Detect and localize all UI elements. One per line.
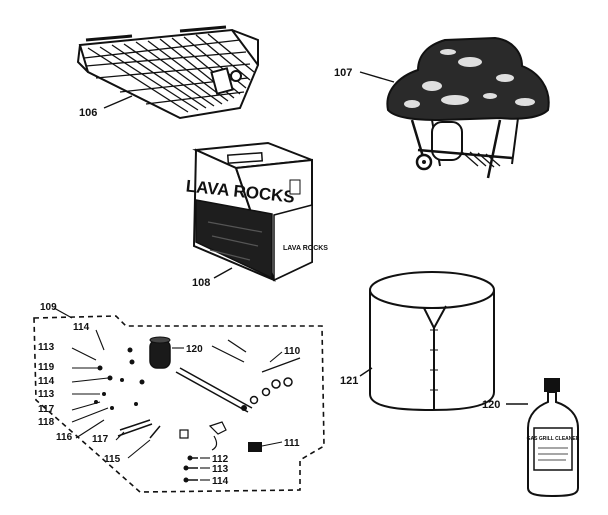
callout-114-top: 114 xyxy=(73,322,90,333)
callout-113-c: 113 xyxy=(212,464,229,475)
hardware-items xyxy=(94,336,301,483)
callout-117-a: 117 xyxy=(38,404,55,415)
callout-113-a: 113 xyxy=(38,342,55,353)
leader-106 xyxy=(103,95,133,109)
callout-121: 121 xyxy=(340,375,358,387)
rack-illustration xyxy=(76,25,260,120)
leader-121 xyxy=(359,367,373,377)
leader-108 xyxy=(213,267,233,279)
kit-leaders xyxy=(71,329,283,481)
callout-119: 119 xyxy=(38,362,55,373)
cleaner-bottle-illustration: GAS GRILL CLEANER xyxy=(527,378,580,498)
callout-120-bottle: 120 xyxy=(482,399,500,411)
box-brand-side: LAVA ROCKS xyxy=(283,245,328,252)
grill-cover-illustration xyxy=(369,271,495,412)
lava-rocks-box-illustration: LAVA ROCKS LAVA ROCKS xyxy=(185,141,328,282)
leader-107 xyxy=(359,71,395,83)
callout-115: 115 xyxy=(104,454,121,465)
hardware-kit-outline xyxy=(33,315,325,493)
callout-116: 116 xyxy=(56,432,73,443)
callout-114-bottom: 114 xyxy=(212,476,229,487)
callout-114-mid: 114 xyxy=(38,376,55,387)
covered-grill-illustration xyxy=(386,36,550,179)
callout-112: 112 xyxy=(212,454,229,465)
callout-108: 108 xyxy=(192,277,210,289)
callout-110: 110 xyxy=(284,346,301,357)
callout-106: 106 xyxy=(79,107,97,119)
callout-117-b: 117 xyxy=(92,434,109,445)
callout-111: 111 xyxy=(284,438,300,449)
callout-107: 107 xyxy=(334,67,352,79)
callout-118: 118 xyxy=(38,417,55,428)
callout-113-b: 113 xyxy=(38,389,55,400)
callout-109: 109 xyxy=(40,302,57,313)
callout-120-kit: 120 xyxy=(186,344,203,355)
bottle-label: GAS GRILL CLEANER xyxy=(527,436,580,442)
